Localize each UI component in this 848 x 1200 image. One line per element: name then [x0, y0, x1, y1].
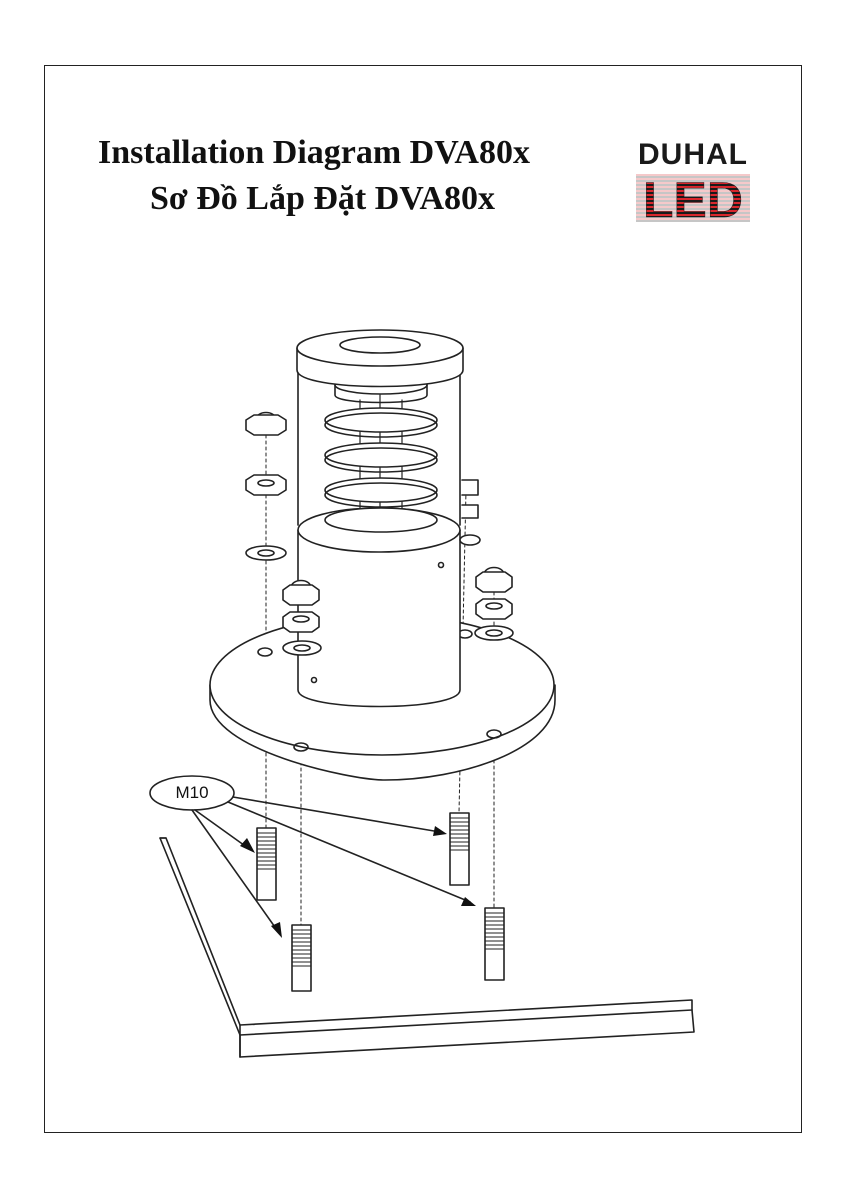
- fastener-stack-front-right: [474, 566, 514, 641]
- m10-label: M10: [175, 783, 209, 802]
- lamp-body-lower: [297, 507, 461, 708]
- anchor-bolt: [484, 907, 505, 981]
- anchor-bolt: [256, 827, 277, 901]
- svg-text:LED: LED: [643, 174, 743, 222]
- logo-led-letters: LED: [636, 174, 750, 222]
- anchor-bolt: [449, 812, 470, 886]
- duhal-led-logo: DUHAL LED: [636, 138, 750, 222]
- anchor-bolt: [291, 924, 312, 992]
- lamp-louvres: [297, 364, 461, 533]
- fastener-stack-left: [245, 411, 287, 561]
- lamp-top-cap: [296, 329, 464, 388]
- title-vietnamese: Sơ Đồ Lắp Đặt DVA80x: [150, 180, 496, 217]
- ground-slab: [159, 837, 695, 1058]
- logo-brand-bottom-graphic: LED: [636, 174, 750, 222]
- page-border: [44, 65, 802, 1133]
- title-english: Installation Diagram DVA80x: [98, 134, 530, 171]
- arrow-heads: [240, 826, 476, 938]
- fastener-stack-right-back: [459, 479, 481, 546]
- logo-brand-top: DUHAL: [638, 138, 748, 171]
- fastener-stack-front-left: [282, 579, 322, 656]
- m10-callout: [149, 775, 471, 931]
